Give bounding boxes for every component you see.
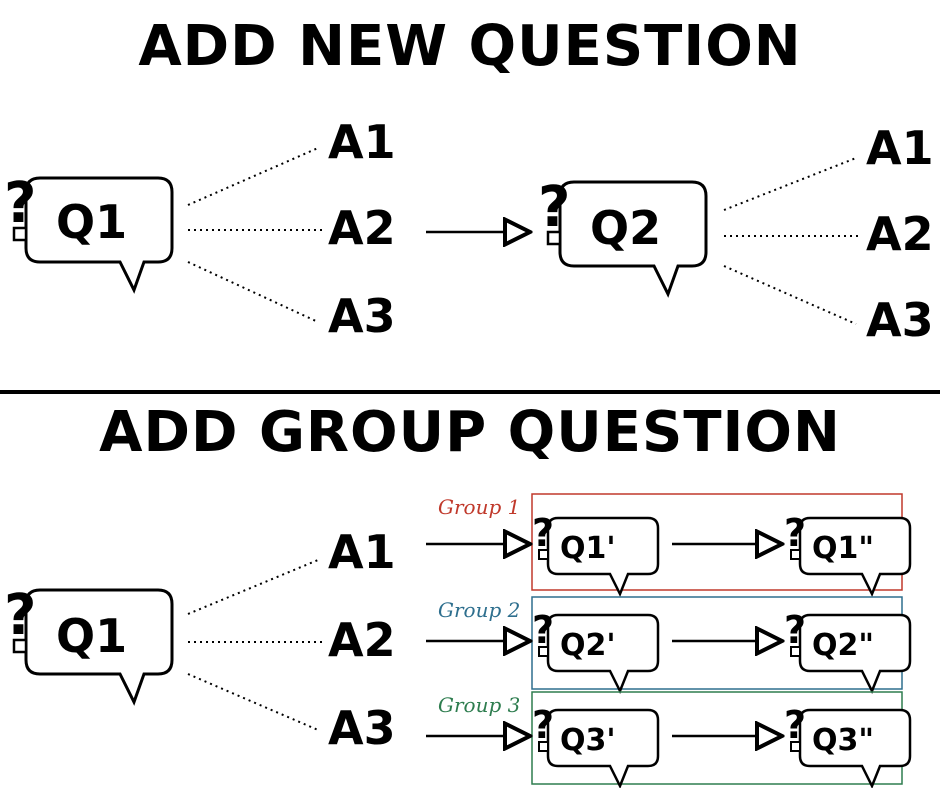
group-first-question: ?Q1' — [532, 511, 660, 598]
question-mark-icon: ? — [4, 171, 36, 236]
speech-bubble-icon — [24, 176, 174, 294]
connector-bq1-a1 — [187, 559, 319, 615]
group-row: Group 3?Q3'?Q3" — [426, 691, 912, 788]
bottom-q1-speech-bubble: ? Q1 — [4, 583, 174, 706]
connector-bq1-a3 — [187, 673, 319, 731]
question-mark-icon: ? — [532, 511, 554, 555]
q1-label: Q1 — [56, 195, 127, 249]
square-icon — [538, 741, 549, 752]
bottom-answer-a3: A3 — [328, 701, 396, 755]
square-icon — [538, 549, 549, 560]
top-answer-a3: A3 — [328, 289, 396, 343]
q2-answer-a1: A1 — [866, 121, 934, 175]
q2-answer-a3: A3 — [866, 293, 934, 347]
speech-bubble-icon — [798, 613, 912, 695]
question-mark-icon: ? — [532, 608, 554, 652]
group-second-question: ?Q1" — [784, 511, 912, 598]
speech-bubble-icon — [798, 708, 912, 788]
speech-bubble-icon — [558, 180, 708, 298]
question-mark-icon: ? — [784, 703, 806, 747]
speech-bubble-icon — [798, 516, 912, 598]
speech-bubble-icon — [546, 708, 660, 788]
group-second-question: ?Q2" — [784, 608, 912, 695]
q2-speech-bubble: ? Q2 — [538, 175, 708, 298]
group-second-question-label: Q2" — [812, 628, 874, 663]
section-divider — [0, 390, 940, 394]
bottom-answer-a1: A1 — [328, 525, 396, 579]
question-mark-icon: ? — [4, 583, 36, 648]
title-add-new-question: ADD NEW QUESTION — [138, 14, 802, 79]
q1-speech-bubble: ? Q1 — [4, 171, 174, 294]
question-mark-icon: ? — [784, 511, 806, 555]
square-icon — [538, 646, 549, 657]
group-row: Group 2?Q2'?Q2" — [426, 596, 912, 695]
square-icon — [790, 741, 801, 752]
connector-q2-a1 — [723, 157, 857, 211]
speech-bubble-icon — [546, 516, 660, 598]
q2-label: Q2 — [590, 201, 661, 255]
connector-q1-a1 — [187, 147, 319, 206]
square-icon — [12, 226, 28, 242]
square-icon — [546, 230, 562, 246]
group-first-question-label: Q3' — [560, 723, 616, 758]
group-label: Group 3 — [438, 693, 520, 717]
group-rows: Group 1?Q1'?Q1"Group 2?Q2'?Q2"Group 3?Q3… — [426, 493, 912, 788]
group-row: Group 1?Q1'?Q1" — [426, 493, 912, 598]
title-add-group-question: ADD GROUP QUESTION — [99, 400, 841, 465]
top-answer-a2: A2 — [328, 201, 396, 255]
connector-q2-a3 — [723, 265, 857, 325]
group-second-question-label: Q1" — [812, 531, 874, 566]
group-second-question-label: Q3" — [812, 723, 874, 758]
bottom-q1-label: Q1 — [56, 609, 127, 663]
group-label: Group 2 — [438, 598, 520, 622]
q2-answer-a2: A2 — [866, 207, 934, 261]
connector-q1-a3 — [187, 261, 319, 323]
group-first-question: ?Q2' — [532, 608, 660, 695]
top-answer-a1: A1 — [328, 115, 396, 169]
group-first-question-label: Q1' — [560, 531, 616, 566]
square-icon — [12, 638, 28, 654]
question-mark-icon: ? — [784, 608, 806, 652]
question-mark-icon: ? — [538, 175, 570, 240]
group-first-question-label: Q2' — [560, 628, 616, 663]
speech-bubble-icon — [546, 613, 660, 695]
group-second-question: ?Q3" — [784, 703, 912, 788]
question-mark-icon: ? — [532, 703, 554, 747]
bottom-answer-a2: A2 — [328, 613, 396, 667]
group-first-question: ?Q3' — [532, 703, 660, 788]
square-icon — [790, 549, 801, 560]
square-icon — [790, 646, 801, 657]
speech-bubble-icon — [24, 588, 174, 706]
group-label: Group 1 — [438, 495, 520, 519]
